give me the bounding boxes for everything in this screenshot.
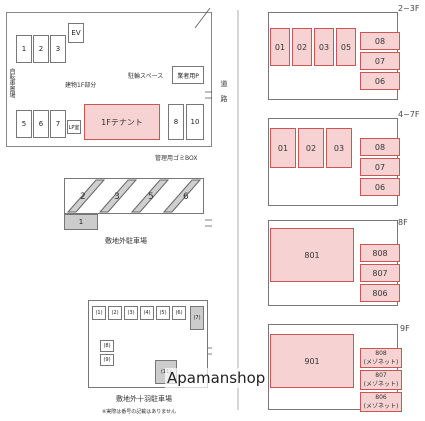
floor-label: 9F — [400, 324, 410, 333]
lot-caption: 敷地外駐車場 — [105, 237, 147, 245]
site-plan — [6, 12, 212, 147]
room-02: 02 — [292, 28, 312, 66]
unit-5: 5 — [16, 110, 32, 138]
p2-8: (8) — [100, 340, 114, 352]
tenant-1f: 1Fテナント — [84, 104, 160, 140]
room-808-maisonette: 808 (メゾネット) — [360, 348, 402, 368]
floor-label: 2~3F — [398, 4, 420, 13]
room-01: 01 — [270, 128, 296, 168]
lp-room: LP室 — [67, 120, 81, 134]
stall-3: 3 — [114, 192, 120, 202]
road-label: 道路 — [220, 80, 228, 110]
room-807: 807 — [360, 264, 400, 282]
floor-label: 4~7F — [398, 110, 420, 119]
parking-space-label: 駐輪スペース — [128, 73, 164, 80]
stall-2: 2 — [80, 192, 86, 202]
p2-7: (7) — [190, 306, 204, 330]
p2-1: (1) — [92, 306, 106, 320]
unit-2: 2 — [33, 35, 49, 63]
unit-8: 8 — [168, 104, 184, 140]
room-05: 05 — [336, 28, 356, 66]
p2-9: (9) — [100, 354, 114, 366]
staff-parking: 業者用P — [172, 66, 204, 84]
p2-5: (5) — [156, 306, 170, 320]
stall-1: 1 — [64, 214, 98, 230]
note: ※実際は番号の記載はありません — [102, 409, 177, 415]
building-label: 建物1F部分 — [65, 82, 97, 89]
room-07: 07 — [360, 158, 400, 176]
room-808: 808 — [360, 244, 400, 262]
room-901: 901 — [270, 334, 354, 388]
unit-3: 3 — [50, 35, 66, 63]
room-08: 08 — [360, 32, 400, 50]
bike-label: 自転車置場 — [8, 68, 15, 98]
unit-6: 6 — [33, 110, 49, 138]
room-06: 06 — [360, 178, 400, 196]
p2-4: (4) — [140, 306, 154, 320]
p2-3: (3) — [124, 306, 138, 320]
p2-6: (6) — [172, 306, 186, 320]
garbage-label: 管理用ゴミBOX — [155, 155, 198, 162]
p2-2: (2) — [108, 306, 122, 320]
ev-box: EV — [68, 23, 84, 43]
room-807-maisonette: 807 (メゾネット) — [360, 370, 402, 390]
room-03: 03 — [314, 28, 334, 66]
room-01: 01 — [270, 28, 290, 66]
room-03: 03 — [326, 128, 352, 168]
room-801: 801 — [270, 228, 354, 282]
room-06: 06 — [360, 72, 400, 90]
lot2-caption: 敷地外十羽駐車場 — [116, 395, 172, 403]
unit-1: 1 — [16, 35, 32, 63]
stall-6: 6 — [183, 192, 189, 202]
unit-7: 7 — [50, 110, 66, 138]
floor-label: 8F — [398, 218, 408, 227]
watermark: Apamanshop — [165, 368, 268, 388]
room-806: 806 — [360, 284, 400, 302]
room-08: 08 — [360, 138, 400, 156]
stall-5: 5 — [148, 192, 154, 202]
room-07: 07 — [360, 52, 400, 70]
room-806-maisonette: 806 (メゾネット) — [360, 392, 402, 412]
unit-10: 10 — [186, 104, 204, 140]
room-02: 02 — [298, 128, 324, 168]
